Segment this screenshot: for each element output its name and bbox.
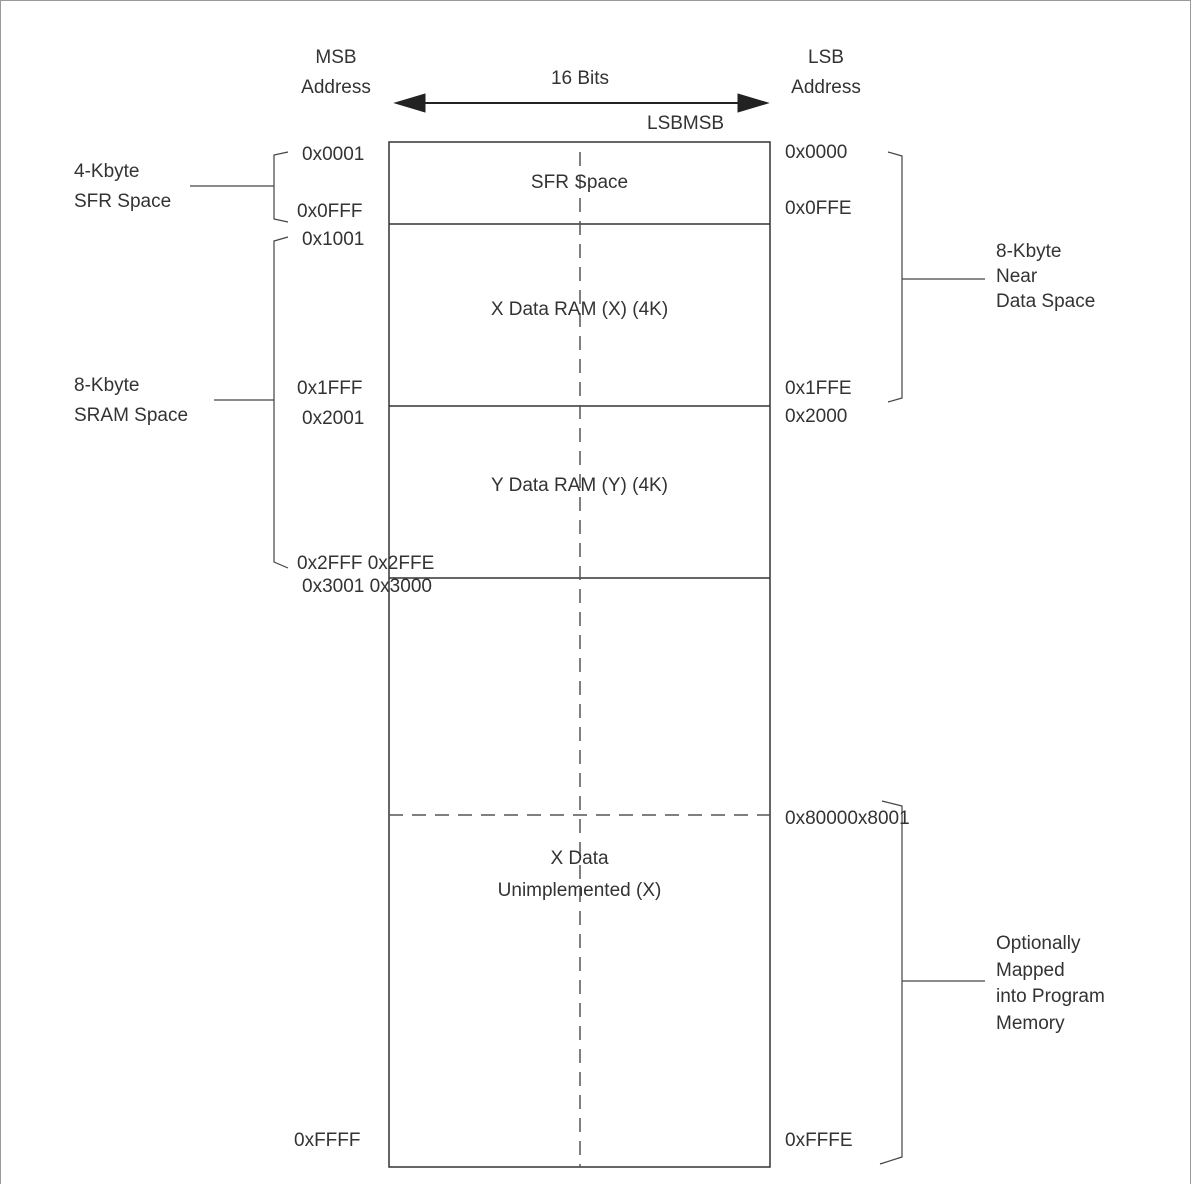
- bracket-mapped: [879, 800, 903, 1165]
- msb-address: 0x3001 0x3000: [302, 576, 432, 597]
- lsb-address: 0xFFFE: [785, 1130, 853, 1151]
- near-data-space-label: 8-Kbyte Near Data Space: [996, 241, 1096, 312]
- msb-address: 0x1FFF: [297, 378, 363, 399]
- msb-address: 0x0001: [302, 144, 365, 165]
- width-arrow: [393, 93, 770, 113]
- region-sfr-label: SFR Space: [530, 172, 629, 193]
- msb-address: 0x2FFF 0x2FFE: [297, 553, 435, 574]
- msb-address: 0x0FFF: [297, 201, 363, 222]
- lsb-address-header: LSB Address: [791, 47, 861, 98]
- lsb-address: 0x0000: [785, 142, 848, 163]
- width-label: 16 Bits: [550, 68, 610, 89]
- lsb-address: 0x2000: [785, 406, 848, 427]
- msb-address: 0x2001: [302, 408, 365, 429]
- bracket-near: [887, 151, 903, 403]
- lsb-address: 0x80000x8001: [785, 808, 910, 829]
- msb-address: 0x1001: [302, 229, 365, 250]
- region-unimplemented-label: X Data Unimplemented (X): [497, 848, 662, 901]
- msb-address: 0xFFFF: [294, 1130, 361, 1151]
- lsb-address: 0x0FFE: [785, 198, 852, 219]
- byte-order-label: LSBMSB: [647, 113, 725, 134]
- msb-address-header: MSB Address: [301, 47, 371, 98]
- bracket-sfr: [273, 151, 289, 223]
- region-yram-label: Y Data RAM (Y) (4K): [490, 475, 669, 496]
- sram-space-group-label: 8-Kbyte SRAM Space: [74, 375, 189, 426]
- region-xram-label: X Data RAM (X) (4K): [490, 299, 669, 320]
- optionally-mapped-label: Optionally Mapped into Program Memory: [996, 933, 1105, 1034]
- sfr-space-group-label: 4-Kbyte SFR Space: [74, 161, 172, 212]
- bracket-sram: [273, 236, 289, 569]
- lsb-address: 0x1FFE: [785, 378, 852, 399]
